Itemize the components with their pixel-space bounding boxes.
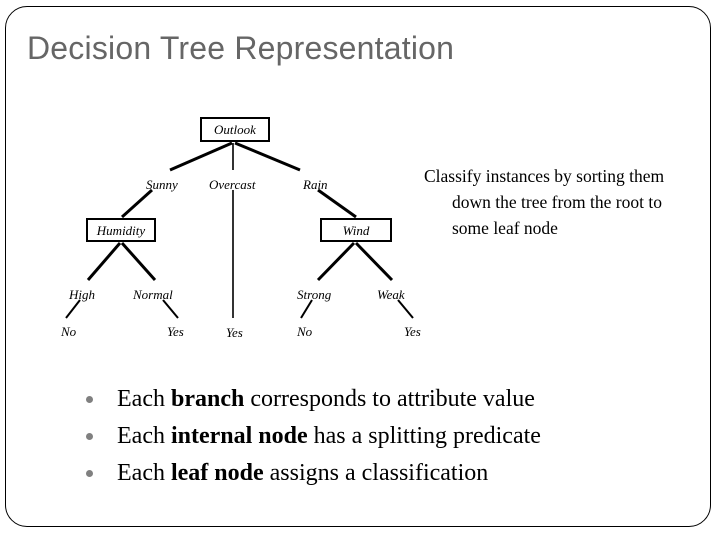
bullet-text-after: has a splitting predicate <box>307 423 541 450</box>
slide-border-frame <box>5 6 711 527</box>
tree-node-outlook-label: Outlook <box>214 122 256 137</box>
bullet-text-before: Each <box>117 386 171 413</box>
bullet-text-after: assigns a classification <box>263 460 489 487</box>
bullet-text-bold: branch <box>170 386 245 413</box>
tree-node-wind-label: Wind <box>342 222 370 238</box>
tree-edges-svg <box>65 141 414 319</box>
tree-node-humidity[interactable]: Humidity <box>86 218 156 242</box>
leaf-humidity-yes: Yes <box>167 324 184 339</box>
edge-humidity-high <box>86 242 122 281</box>
edge-sunny-humidity <box>120 188 154 219</box>
edge-label-weak: Weak <box>377 287 405 302</box>
edge-outlook-rain <box>234 141 301 172</box>
bullet-list: Each branch corresponds to attribute val… <box>86 381 656 492</box>
bullet-text: Each leaf node assigns a classification <box>117 460 488 486</box>
bullet-dot-icon <box>86 433 93 440</box>
page-title: Decision Tree Representation <box>27 30 455 66</box>
bullet-dot-icon <box>86 470 93 477</box>
edge-weak-yes <box>397 299 414 319</box>
bullet-text-before: Each <box>117 460 171 487</box>
leaf-wind-yes: Yes <box>404 324 421 339</box>
edge-label-sunny: Sunny <box>146 177 178 192</box>
edge-outlook-sunny <box>169 141 233 172</box>
bullet-text: Each branch corresponds to attribute val… <box>117 386 535 412</box>
leaf-overcast-yes: Yes <box>226 325 243 340</box>
tree-node-outlook[interactable]: Outlook <box>200 117 270 142</box>
leaf-humidity-no: No <box>61 324 77 339</box>
list-item: Each branch corresponds to attribute val… <box>86 381 656 418</box>
edge-strong-no <box>300 299 313 319</box>
bullet-text-bold: leaf node <box>170 460 264 487</box>
edge-label-overcast: Overcast <box>209 177 256 192</box>
edge-label-rain: Rain <box>303 177 328 192</box>
tree-node-humidity-label: Humidity <box>96 222 146 238</box>
list-item: Each leaf node assigns a classification <box>86 455 656 492</box>
edge-label-strong: Strong <box>297 287 332 302</box>
bullet-dot-icon <box>86 396 93 403</box>
bullet-text-before: Each <box>117 423 171 450</box>
bullet-text-bold: internal node <box>170 423 308 450</box>
bullet-text: Each internal node has a splitting predi… <box>117 423 541 449</box>
edge-label-normal: Normal <box>133 287 173 302</box>
edge-wind-weak <box>354 241 394 282</box>
edge-label-high: High <box>69 287 95 302</box>
tree-node-wind[interactable]: Wind <box>320 218 392 242</box>
edge-normal-yes <box>162 299 179 319</box>
edge-wind-strong <box>316 241 356 282</box>
bullet-text-after: corresponds to attribute value <box>244 386 535 413</box>
decision-tree-diagram: Outlook Humidity Wind Sunny Overcast Rai… <box>0 100 460 350</box>
edge-high-no <box>65 299 81 319</box>
leaf-wind-no: No <box>297 324 313 339</box>
edge-rain-wind <box>317 188 357 219</box>
list-item: Each internal node has a splitting predi… <box>86 418 656 455</box>
edge-humidity-normal <box>120 242 157 281</box>
classify-instances-note: Classify instances by sorting them down … <box>424 166 665 238</box>
